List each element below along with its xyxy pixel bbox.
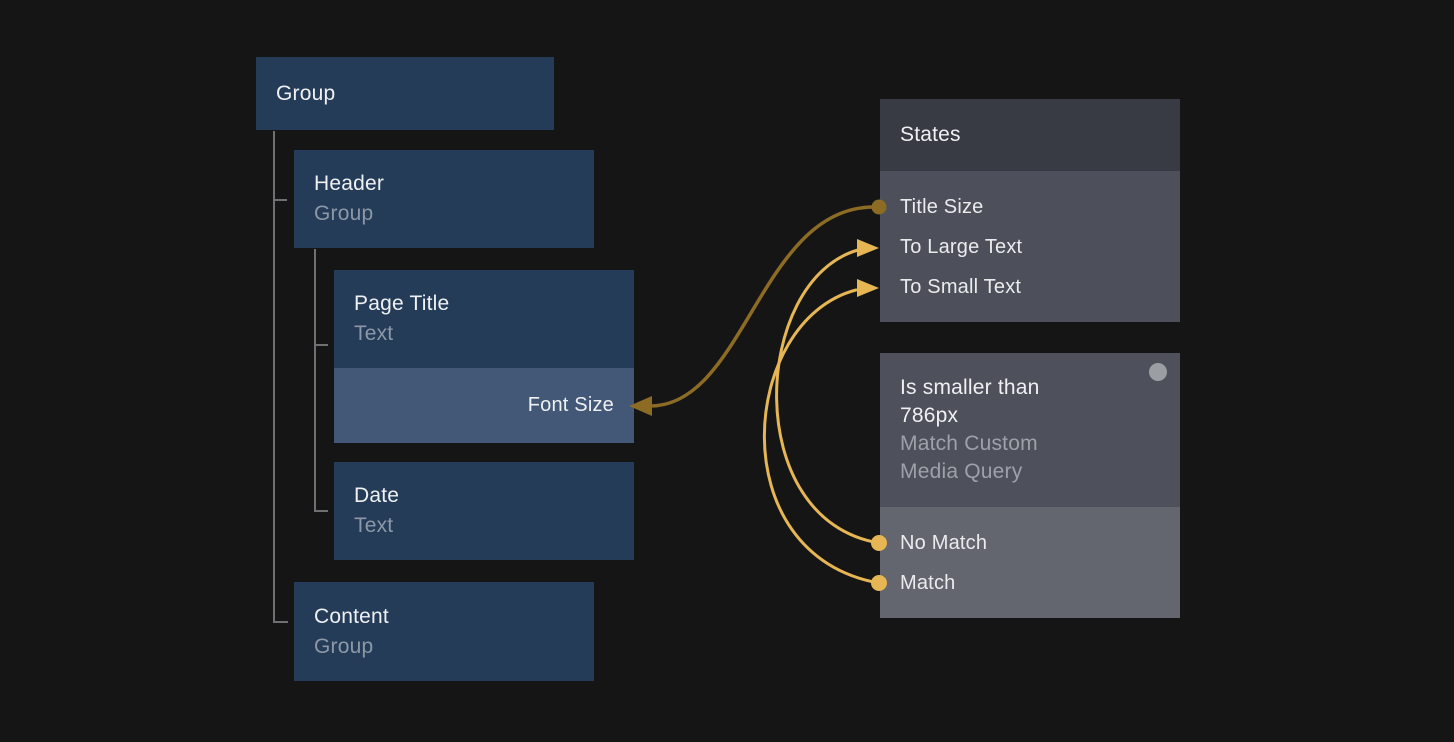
media-query-title-line2: 786px: [900, 404, 959, 427]
layer-type-label: Group: [314, 202, 374, 225]
states-panel-body: Title Size To Large Text To Small Text: [880, 171, 1180, 322]
port-dot-match-icon: [871, 575, 887, 591]
layer-node-page-title[interactable]: Page Title Text: [334, 270, 634, 368]
state-item-title-size[interactable]: Title Size: [880, 187, 1180, 227]
states-panel-title: States: [900, 123, 961, 146]
tree-connector-content-stub: [273, 621, 288, 623]
layer-title: Date: [354, 484, 400, 507]
tree-connector-header-vertical: [314, 249, 316, 512]
port-dot-no-match-icon: [871, 535, 887, 551]
status-dot[interactable]: [1149, 363, 1167, 381]
layer-title: Group: [276, 81, 336, 105]
state-item-label: Title Size: [900, 195, 984, 218]
layer-node-group[interactable]: Group: [256, 57, 554, 130]
arrowhead-to-large-text-icon: [857, 239, 879, 257]
state-item-label: To Large Text: [900, 235, 1023, 258]
layer-node-content[interactable]: Content Group: [294, 582, 594, 681]
layer-title: Header: [314, 172, 385, 195]
connection-curve: [763, 288, 881, 585]
connection-curve: [775, 248, 881, 545]
layer-node-date[interactable]: Date Text: [334, 462, 634, 560]
state-item-to-large-text[interactable]: To Large Text: [880, 227, 1180, 267]
media-query-subtitle-line2: Media Query: [900, 460, 1023, 483]
connection-match-to-small-text[interactable]: [763, 279, 887, 591]
media-query-panel-header[interactable]: Is smaller than 786px Match Custom Media…: [880, 353, 1180, 507]
connection-curve: [648, 205, 876, 408]
state-item-to-small-text[interactable]: To Small Text: [880, 267, 1180, 307]
layer-type-label: Group: [314, 634, 374, 658]
arrowhead-font-size-icon: [629, 396, 652, 416]
port-dot-title-size-icon: [871, 199, 887, 215]
tree-connector-date-stub: [314, 510, 328, 512]
layer-type-label: Text: [354, 514, 394, 537]
layer-node-header[interactable]: Header Group: [294, 150, 594, 248]
media-query-panel[interactable]: Is smaller than 786px Match Custom Media…: [880, 353, 1180, 618]
query-output-label: No Match: [900, 531, 988, 554]
states-panel[interactable]: States Title Size To Large Text To Small…: [880, 99, 1180, 322]
property-label: Font Size: [527, 394, 614, 416]
query-output-match[interactable]: Match: [880, 563, 1180, 603]
media-query-subtitle-line1: Match Custom: [900, 432, 1038, 455]
connection-no-match-to-large-text[interactable]: [775, 239, 887, 551]
connection-title-size-to-font-size[interactable]: [629, 199, 887, 417]
states-panel-header[interactable]: States: [880, 99, 1180, 171]
arrowhead-to-small-text-icon: [857, 279, 879, 297]
tree-connector-group-vertical: [273, 131, 275, 623]
layer-type-label: Text: [354, 322, 394, 345]
query-output-no-match[interactable]: No Match: [880, 523, 1180, 563]
state-item-label: To Small Text: [900, 275, 1022, 298]
query-output-label: Match: [900, 571, 956, 594]
media-query-title-line1: Is smaller than: [900, 376, 1040, 399]
property-row-font-size[interactable]: Font Size: [334, 368, 634, 443]
layer-title: Content: [314, 604, 389, 628]
tree-connector-page-title-stub: [314, 344, 328, 346]
tree-connector-header-stub: [273, 199, 287, 201]
media-query-panel-body: No Match Match: [880, 507, 1180, 618]
layer-title: Page Title: [354, 292, 450, 315]
